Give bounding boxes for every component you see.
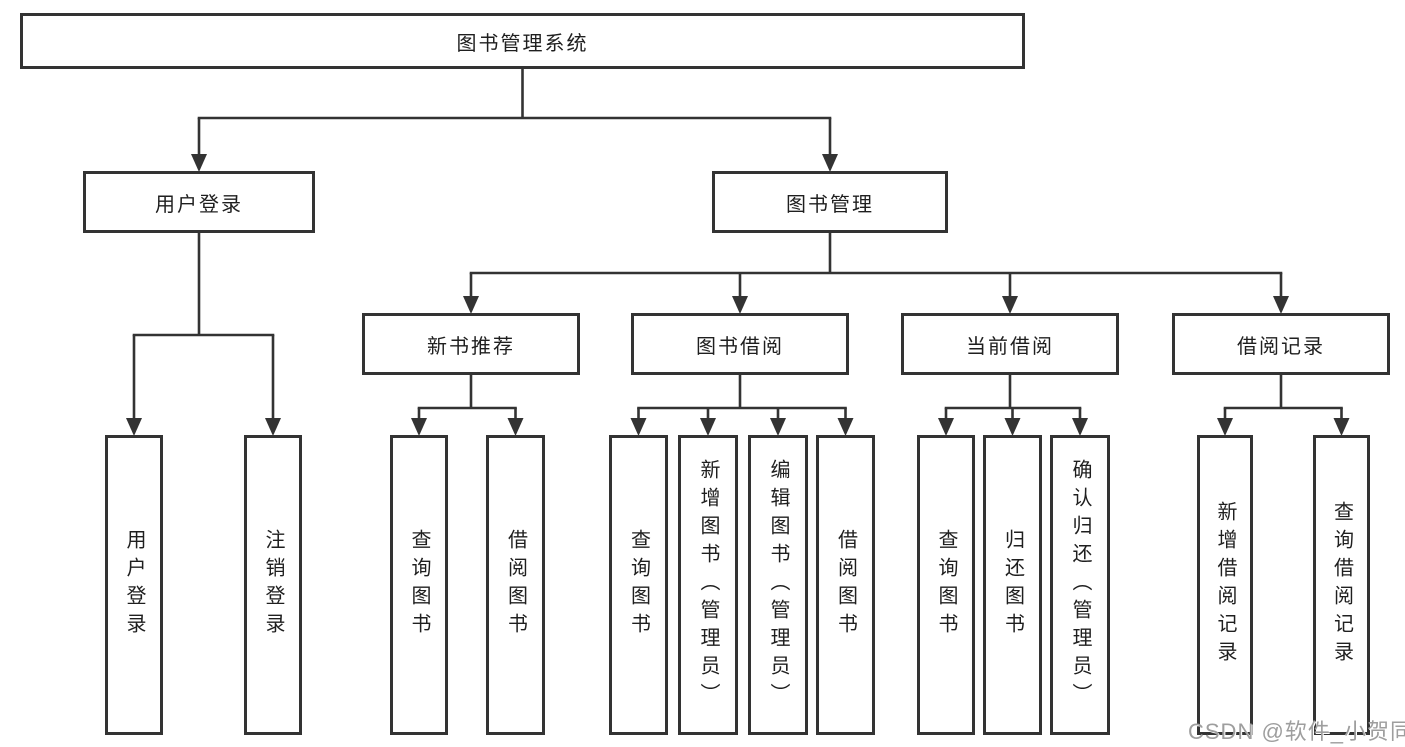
- node-label: 借阅记录: [1237, 335, 1325, 358]
- node-br-add: 新增借阅记录: [1197, 435, 1253, 735]
- node-bb-add: 新增图书（管理员）: [678, 435, 738, 735]
- node-cb-query: 查询图书: [917, 435, 975, 735]
- node-bb-query: 查询图书: [609, 435, 668, 735]
- node-nb-query: 查询图书: [390, 435, 448, 735]
- node-cb-return: 归还图书: [983, 435, 1042, 735]
- node-current-borrow: 当前借阅: [901, 313, 1119, 375]
- node-book-mgmt: 图书管理: [712, 171, 948, 233]
- node-leaf-login: 用户登录: [105, 435, 163, 735]
- node-new-book-rec: 新书推荐: [362, 313, 580, 375]
- node-label: 借阅图书: [504, 529, 527, 641]
- node-label: 注销登录: [262, 529, 284, 641]
- node-label: 图书管理: [786, 193, 874, 216]
- node-label: 查询图书: [627, 529, 650, 641]
- node-bb-edit: 编辑图书（管理员）: [748, 435, 808, 735]
- node-book-borrow: 图书借阅: [631, 313, 849, 375]
- node-label: 查询图书: [935, 529, 957, 641]
- node-bb-borrow: 借阅图书: [816, 435, 875, 735]
- watermark: CSDN @软件_小贺同学: [1188, 719, 1405, 744]
- node-leaf-logout: 注销登录: [244, 435, 302, 735]
- node-label: 查询借阅记录: [1330, 501, 1353, 669]
- node-label: 新增图书（管理员）: [697, 459, 719, 711]
- node-label: 当前借阅: [966, 335, 1054, 358]
- node-label: 确认归还（管理员）: [1069, 459, 1091, 711]
- node-label: 新增借阅记录: [1214, 501, 1236, 669]
- node-borrow-record: 借阅记录: [1172, 313, 1390, 375]
- node-cb-confirm: 确认归还（管理员）: [1050, 435, 1110, 735]
- node-label: 新书推荐: [427, 335, 515, 358]
- node-label: 图书借阅: [696, 335, 784, 358]
- node-label: 查询图书: [408, 529, 430, 641]
- node-label: 编辑图书（管理员）: [767, 459, 789, 711]
- node-br-query: 查询借阅记录: [1313, 435, 1370, 735]
- node-user-login: 用户登录: [83, 171, 315, 233]
- node-label: 借阅图书: [834, 529, 857, 641]
- node-label: 图书管理系统: [456, 32, 589, 55]
- node-label: 用户登录: [155, 193, 243, 216]
- node-nb-borrow: 借阅图书: [486, 435, 545, 735]
- node-label: 用户登录: [123, 529, 145, 641]
- node-label: 归还图书: [1001, 529, 1024, 641]
- node-root: 图书管理系统: [20, 13, 1025, 69]
